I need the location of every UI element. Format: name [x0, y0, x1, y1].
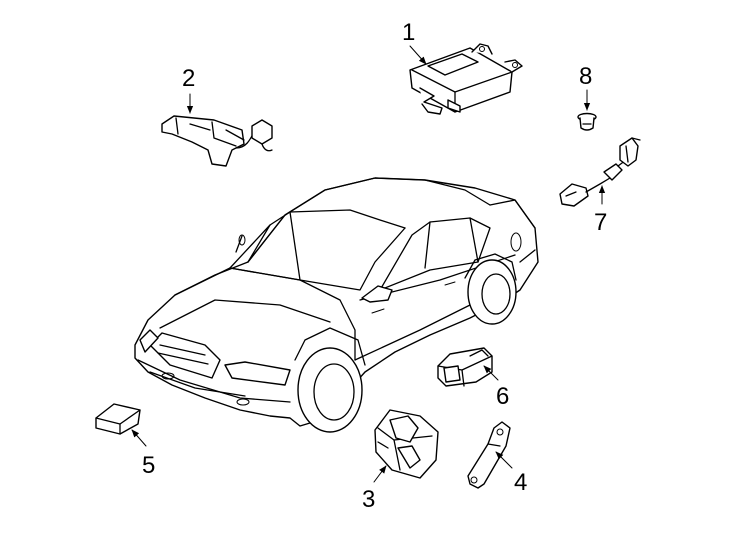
- leader-4: [495, 451, 513, 469]
- callout-leaders: [131, 45, 606, 483]
- part-3-impact-sensor: [374, 409, 439, 479]
- part-5-sensor-pad: [95, 403, 141, 435]
- callout-5: 5: [142, 452, 155, 479]
- callout-2: 2: [182, 65, 195, 92]
- part-1-control-module: [409, 43, 523, 115]
- callout-7: 7: [594, 209, 607, 236]
- part-2-sensor-bracket: [161, 115, 273, 167]
- callout-3: 3: [362, 486, 375, 513]
- vehicle-illustration: [134, 177, 539, 433]
- part-7-wire-harness: [559, 137, 641, 207]
- callout-6: 6: [496, 383, 509, 410]
- callout-4: 4: [514, 469, 527, 496]
- callout-1: 1: [402, 19, 415, 46]
- callout-numbers: 1 2 3 4 5 6 7 8: [142, 19, 607, 513]
- callout-8: 8: [579, 63, 592, 90]
- leader-6: [483, 365, 499, 381]
- leader-1: [409, 45, 427, 65]
- part-4-mounting-bracket: [467, 421, 511, 489]
- part-8-push-pin: [577, 112, 597, 131]
- part-6-switch: [437, 347, 493, 387]
- leader-3: [373, 465, 387, 483]
- leader-5: [131, 429, 147, 447]
